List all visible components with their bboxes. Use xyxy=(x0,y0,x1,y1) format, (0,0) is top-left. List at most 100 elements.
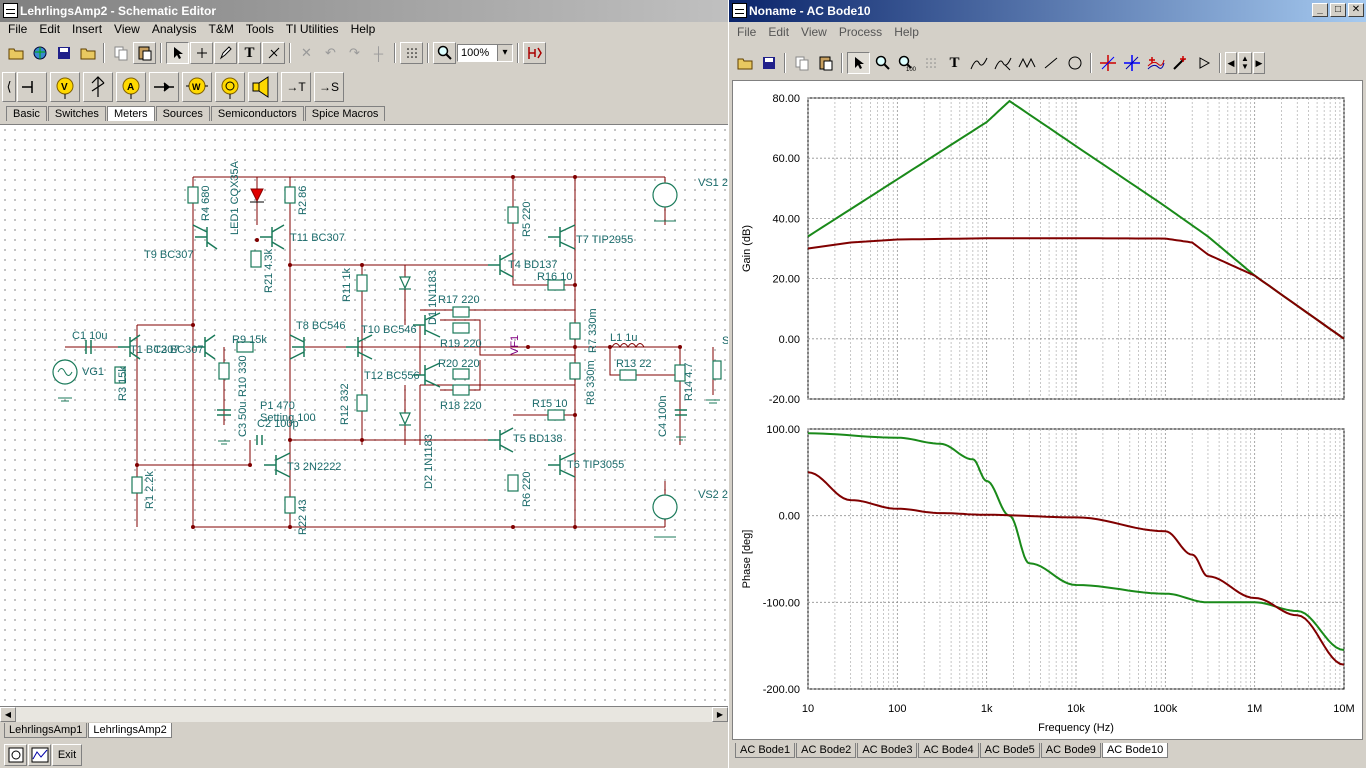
tab-switches[interactable]: Switches xyxy=(47,106,106,121)
globe-icon[interactable] xyxy=(28,42,51,64)
select-arrow-icon[interactable] xyxy=(166,42,189,64)
bode-draw-icon[interactable] xyxy=(967,52,990,74)
menu-view[interactable]: View xyxy=(114,22,140,36)
schematic-window-icon[interactable] xyxy=(4,744,27,766)
schematic-canvas[interactable]: R4 680 LED1 CQX35A R2 86 R5 220 T7 TIP29… xyxy=(0,124,728,707)
speaker-button[interactable] xyxy=(248,72,278,102)
toolbar-separator xyxy=(394,43,396,63)
toolbar-separator xyxy=(160,43,162,63)
schematic-hscrollbar[interactable]: ◀ ▶ xyxy=(0,706,728,722)
tab-ac-bode2[interactable]: AC Bode2 xyxy=(796,743,857,758)
bode-save-icon[interactable] xyxy=(757,52,780,74)
tab-meters[interactable]: Meters xyxy=(106,106,155,121)
bode-paste-icon[interactable] xyxy=(814,52,837,74)
bode-menu-process[interactable]: Process xyxy=(838,25,883,39)
bode-copy-icon[interactable] xyxy=(790,52,813,74)
menu-analysis[interactable]: Analysis xyxy=(151,22,197,36)
paste-icon[interactable] xyxy=(133,42,156,64)
menu-file[interactable]: File xyxy=(8,22,28,36)
to-s-button[interactable]: →S xyxy=(314,72,344,102)
wattmeter-button[interactable]: W xyxy=(182,72,212,102)
exit-button[interactable]: Exit xyxy=(52,744,82,766)
scroll-left-icon[interactable]: ⟨ xyxy=(2,72,16,102)
bode-select-arrow-icon[interactable] xyxy=(847,52,870,74)
bode-menu-view[interactable]: View xyxy=(801,25,827,39)
tab-lehrlingsamp1[interactable]: LehrlingsAmp1 xyxy=(4,723,88,738)
bode-circle-icon[interactable] xyxy=(1063,52,1086,74)
cursor-b-icon[interactable] xyxy=(1120,52,1143,74)
toolbar-separator xyxy=(784,53,786,73)
bode-open-icon[interactable] xyxy=(733,52,756,74)
bode-line-icon[interactable] xyxy=(1039,52,1062,74)
arrow-left-icon[interactable]: ◀ xyxy=(1225,52,1237,74)
scroll-right-arrow-icon[interactable]: ▶ xyxy=(712,707,728,722)
zoom-icon[interactable] xyxy=(433,42,456,64)
lamp-meter-button[interactable] xyxy=(215,72,245,102)
pen-marker-icon[interactable] xyxy=(1168,52,1191,74)
bode-titlebar[interactable]: Noname - AC Bode10 _ □ ✕ xyxy=(729,0,1366,22)
bode-curve-icon[interactable] xyxy=(991,52,1014,74)
menu-ti-utilities[interactable]: TI Utilities xyxy=(285,22,339,36)
bode-grid-icon[interactable] xyxy=(919,52,942,74)
marker-icon[interactable] xyxy=(1144,52,1167,74)
tab-semiconductors[interactable]: Semiconductors xyxy=(210,106,304,121)
label-d2: D2 1N1183 xyxy=(423,434,435,489)
bode-zoom-100-icon[interactable]: 100 xyxy=(895,52,918,74)
diagram-window-icon[interactable] xyxy=(28,744,51,766)
redo-icon[interactable]: ↷ xyxy=(349,45,360,60)
tab-ac-bode5[interactable]: AC Bode5 xyxy=(979,743,1040,758)
zoom-select[interactable]: 100% xyxy=(457,44,513,62)
tab-ac-bode4[interactable]: AC Bode4 xyxy=(918,743,979,758)
copy-icon[interactable] xyxy=(109,42,132,64)
save-icon[interactable] xyxy=(52,42,75,64)
delete-icon[interactable]: ✕ xyxy=(301,45,312,60)
bode-menu-help[interactable]: Help xyxy=(894,25,919,39)
wire-icon[interactable] xyxy=(190,42,213,64)
menu-tools[interactable]: Tools xyxy=(245,22,274,36)
cursor-a-icon[interactable] xyxy=(1096,52,1119,74)
bode-zoom-in-icon[interactable] xyxy=(871,52,894,74)
text-icon[interactable]: T xyxy=(238,42,261,64)
schematic-titlebar[interactable]: LehrlingsAmp2 - Schematic Editor xyxy=(0,0,728,22)
voltmeter-button[interactable]: V xyxy=(50,72,80,102)
undo-icon[interactable]: ↶ xyxy=(325,45,336,60)
line-tool-icon[interactable] xyxy=(262,42,285,64)
arrow-updown-icon[interactable]: ▲▼ xyxy=(1238,52,1252,74)
ground-meter-button[interactable] xyxy=(17,72,47,102)
menu-edit[interactable]: Edit xyxy=(39,22,61,36)
minimize-button[interactable]: _ xyxy=(1312,3,1328,17)
open-folder-icon[interactable] xyxy=(4,42,27,64)
play-icon[interactable] xyxy=(1192,52,1215,74)
tab-ac-bode9[interactable]: AC Bode9 xyxy=(1040,743,1101,758)
current-arrow-button[interactable] xyxy=(149,72,179,102)
menu-tm[interactable]: T&M xyxy=(208,22,234,36)
voltage-arrow-button[interactable] xyxy=(83,72,113,102)
tab-spice-macros[interactable]: Spice Macros xyxy=(304,106,386,121)
label-t1: T1 BC307 xyxy=(130,344,180,356)
menu-help[interactable]: Help xyxy=(350,22,376,36)
bode-menu-file[interactable]: File xyxy=(737,25,757,39)
bode-waveform-icon[interactable] xyxy=(1015,52,1038,74)
x-tick-label: 10 xyxy=(802,703,814,715)
bode-menu-edit[interactable]: Edit xyxy=(768,25,790,39)
ammeter-button[interactable]: A xyxy=(116,72,146,102)
tab-basic[interactable]: Basic xyxy=(6,106,47,121)
tab-ac-bode3[interactable]: AC Bode3 xyxy=(857,743,918,758)
node-icon[interactable]: ┼ xyxy=(373,45,384,61)
component-library-icon[interactable] xyxy=(523,42,546,64)
bode-text-icon[interactable]: T xyxy=(949,54,960,71)
tab-sources[interactable]: Sources xyxy=(155,106,210,121)
to-t-button[interactable]: →T xyxy=(281,72,311,102)
tab-ac-bode1[interactable]: AC Bode1 xyxy=(735,743,796,758)
tab-ac-bode10[interactable]: AC Bode10 xyxy=(1101,743,1169,758)
arrow-right-icon[interactable]: ▶ xyxy=(1253,52,1265,74)
grid-icon[interactable] xyxy=(400,42,423,64)
pencil-icon[interactable] xyxy=(214,42,237,64)
tab-lehrlingsamp2[interactable]: LehrlingsAmp2 xyxy=(88,723,172,738)
menu-insert[interactable]: Insert xyxy=(72,22,103,36)
close-button[interactable]: ✕ xyxy=(1348,3,1364,17)
maximize-button[interactable]: □ xyxy=(1330,3,1346,17)
scroll-left-arrow-icon[interactable]: ◀ xyxy=(0,707,16,722)
open-icon[interactable] xyxy=(76,42,99,64)
